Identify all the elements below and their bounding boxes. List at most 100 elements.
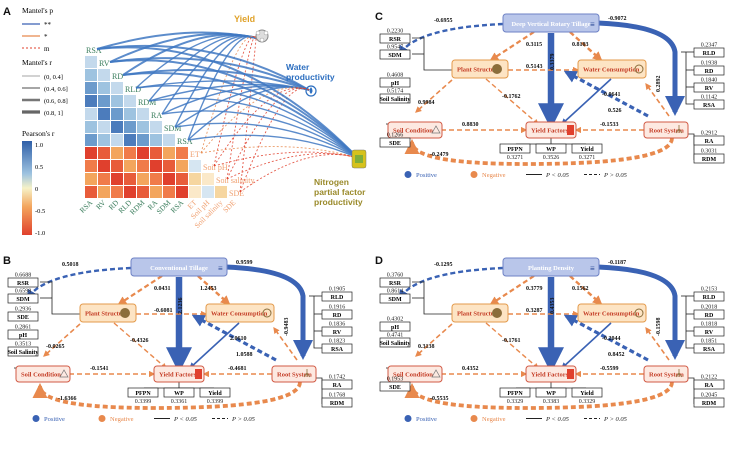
rld-box-label: RLD (703, 51, 716, 57)
path-coefficient: -0.0265 (46, 344, 65, 350)
panel-label: C (375, 11, 383, 23)
rv-box: RV0.1818 (693, 322, 725, 337)
scale-4: -0.5 (35, 208, 45, 215)
ra-box-value: 0.2912 (701, 131, 718, 137)
legend-p1-label: ** (44, 21, 52, 29)
mantel-link (122, 72, 359, 159)
mantel-link (148, 97, 359, 159)
root-system-node-label: Root System (649, 128, 684, 135)
rv-box-label: RV (705, 330, 714, 336)
path-coefficient: 0.2892 (656, 76, 662, 93)
mantel-link (148, 34, 257, 102)
path-coefficient: -0.0641 (602, 92, 621, 98)
soil-salinity-box-value: 0.5174 (387, 89, 404, 95)
path-arrow (569, 31, 603, 62)
ph-box: pH0.4302 (379, 317, 411, 332)
yield-factors-node-label: Yield Factors (159, 372, 197, 379)
heatmap-cell (85, 69, 97, 81)
mantel-link (200, 146, 359, 159)
heatmap-cell (124, 121, 136, 133)
not-significant-label: P > 0.05 (603, 416, 628, 423)
heatmap-cell (124, 173, 136, 185)
soil-condition-node: Soil Condition (387, 121, 443, 139)
heatmap-diag-label: RV (99, 59, 110, 68)
positive-label: Positive (416, 172, 437, 179)
path-coefficient: -0.2044 (602, 336, 621, 342)
not-significant-label: P > 0.05 (231, 416, 256, 423)
treatment-label: Planting Density (528, 265, 575, 272)
rd-box-value: 0.1938 (701, 61, 718, 67)
path-arrows (26, 264, 313, 410)
legend-p2-label: * (44, 33, 48, 41)
tractor-icon: ≡ (590, 264, 595, 273)
rld-box-label: RLD (331, 295, 344, 301)
sde-box-value: 0.1266 (387, 133, 404, 139)
yield-box-label: Yield (208, 391, 222, 397)
rld-box-value: 0.2153 (701, 287, 718, 293)
wp-box-label: WP (174, 391, 184, 397)
heatmap-diag-label: RLD (125, 85, 141, 94)
legend-r4-label: (0.8, 1] (44, 110, 63, 117)
path-arrow (489, 31, 535, 61)
path-arrow (415, 79, 453, 113)
sdm-box-label: SDM (388, 53, 402, 59)
panel-label: B (3, 255, 11, 267)
ra-box: RA0.1742 (321, 375, 353, 390)
heatmap-cell (111, 82, 123, 94)
path-coefficient: -0.2479 (430, 152, 449, 158)
path-arrows (398, 20, 685, 166)
plant-structure-node: Plant Structure (451, 59, 509, 79)
heatmap-diag-label: Soil pH (203, 163, 228, 172)
path-coefficient: 1.2453 (200, 286, 217, 292)
path-coefficient: -0.1533 (600, 122, 619, 128)
soil-condition-icon (431, 369, 441, 378)
heatmap-cell (85, 134, 97, 146)
path-coefficient: 0.0431 (154, 286, 171, 292)
path-coefficient: -0.5599 (600, 366, 619, 372)
rsa-box-label: RSA (703, 347, 716, 353)
heatmap-cell (124, 134, 136, 146)
ra-box-label: RA (705, 383, 714, 389)
heatmap-cell (150, 186, 162, 198)
soil-salinity-box-label: Soil Salinity (380, 97, 411, 103)
path-coefficient: -0.6081 (154, 308, 173, 314)
soil-condition-node-label: Soil Condition (393, 372, 433, 379)
path-coefficient: -0.6955 (434, 18, 453, 24)
path-arrow (189, 322, 240, 369)
positive-marker (404, 415, 412, 422)
wp-box-label: WP (546, 391, 556, 397)
heatmap-axis-label: RSA (169, 198, 186, 215)
path-coefficient: -0.9483 (284, 318, 290, 337)
yield-box-value: 0.3329 (579, 399, 596, 405)
ph-box-value: 0.4302 (387, 317, 404, 323)
sde-box-label: SDE (389, 141, 401, 147)
heatmap-cell (98, 160, 110, 172)
treatment-label: Conventional Tillage (150, 265, 208, 272)
pearson-title: Pearson's r (22, 129, 55, 138)
rd-box-label: RD (333, 313, 342, 319)
path-coefficient: -0.4326 (130, 338, 149, 344)
path-coefficient: -1.6366 (58, 396, 77, 402)
wp-box-label: WP (546, 147, 556, 153)
heatmap-cell (98, 121, 110, 133)
path-coefficient: 0.8452 (608, 352, 625, 358)
heatmap-cell (85, 108, 97, 120)
pfpn-box-label: PFPN (135, 391, 151, 397)
heatmap-cell (202, 186, 214, 198)
rv-box-label: RV (705, 86, 714, 92)
root-system-node: Root System (643, 121, 689, 139)
heatmap-cell (111, 95, 123, 107)
heatmap-cell (98, 95, 110, 107)
root-icon (303, 369, 311, 378)
indicator-connectors (386, 37, 695, 160)
heatmap-diag-label: SDM (164, 124, 181, 133)
wp-box-value: 0.3383 (543, 399, 560, 405)
path-coefficient: 1.0588 (236, 352, 253, 358)
